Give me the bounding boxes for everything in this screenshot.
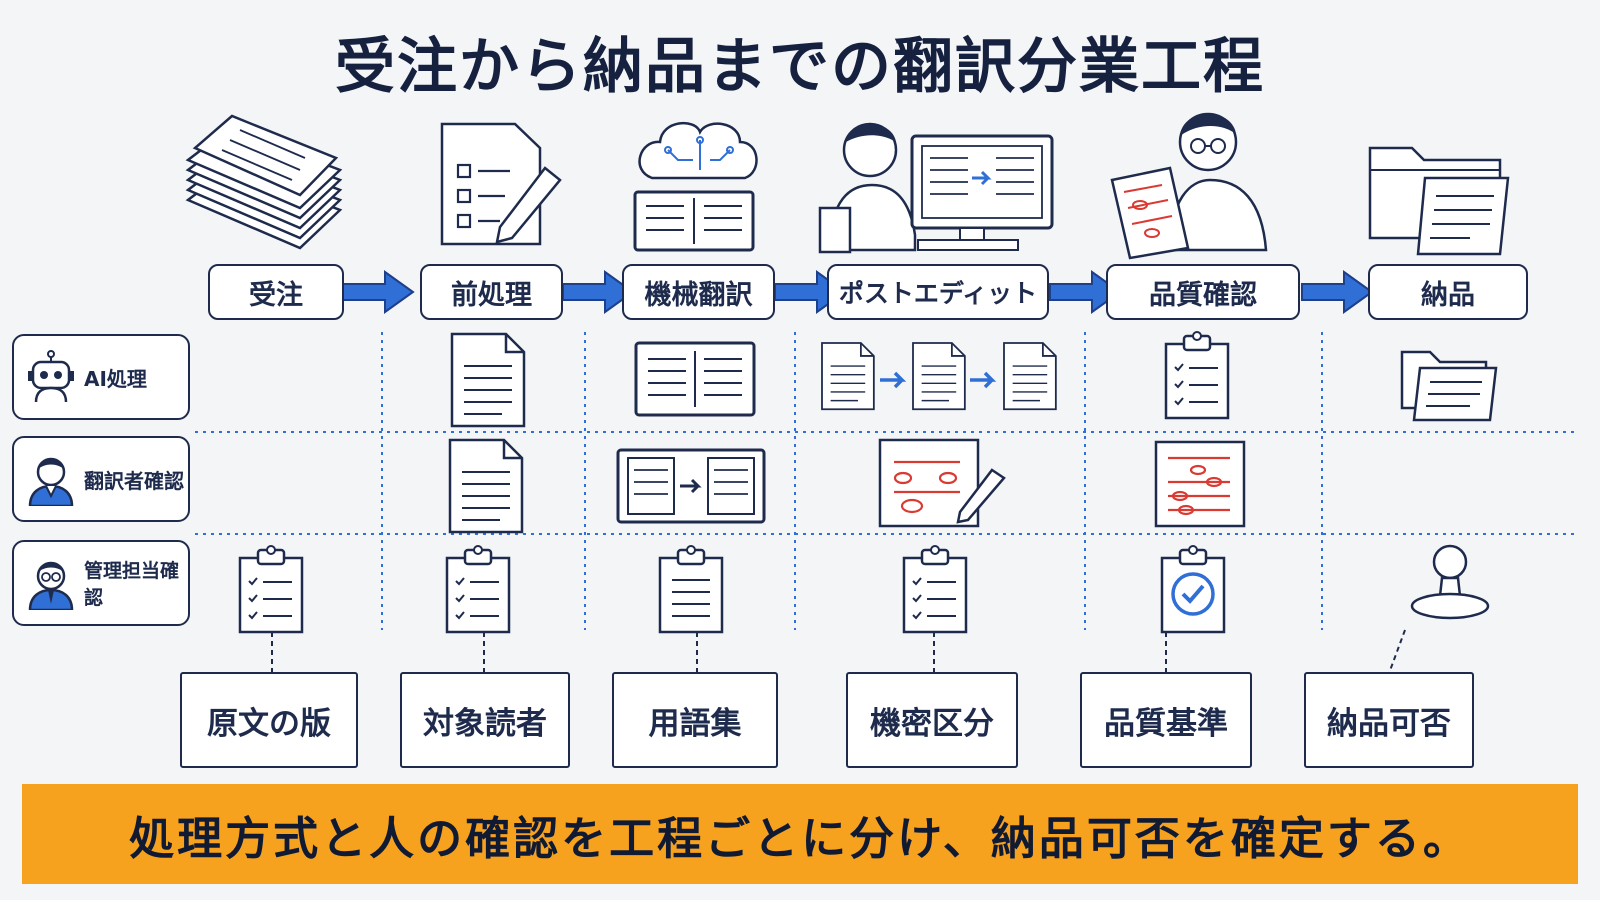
role-ai-label: AI処理 (84, 366, 147, 391)
stage-preprocess: 前処理 (420, 264, 563, 320)
checkpoint-source-version: 原文の版 (180, 672, 358, 768)
stage-post-edit: ポストエディット (827, 264, 1049, 320)
checkpoint-quality-standard: 品質基準 (1080, 672, 1252, 768)
paper-stack-icon (185, 114, 343, 250)
checkpoint-delivery-approval: 納品可否 (1304, 672, 1474, 768)
translator-row-icons (448, 438, 1246, 534)
manager-row-icons (240, 544, 1490, 634)
manager-avatar-icon (28, 561, 74, 610)
page-title: 受注から納品までの翻訳分業工程 (335, 32, 1265, 102)
stamp-icon (1410, 544, 1490, 620)
stage-quality-check: 品質確認 (1106, 264, 1300, 320)
ai-brain-book-icon (633, 121, 758, 252)
checkpoint-confidentiality: 機密区分 (846, 672, 1018, 768)
checkpoint-connectors (271, 629, 1406, 677)
stage-delivery: 納品 (1368, 264, 1528, 320)
role-manager: 管理担当確認 (12, 540, 190, 626)
role-ai: AI処理 (12, 334, 190, 420)
reviewer-document-icon (1110, 112, 1268, 260)
folder-document-icon (1368, 146, 1510, 256)
checkpoint-glossary: 用語集 (612, 672, 778, 768)
stage-order: 受注 (208, 264, 344, 320)
checklist-pencil-icon (440, 122, 562, 246)
grid-lines (195, 332, 1578, 630)
checkpoint-target-audience: 対象読者 (400, 672, 570, 768)
role-translator: 翻訳者確認 (12, 436, 190, 522)
robot-icon (28, 350, 74, 403)
role-translator-label: 翻訳者確認 (84, 468, 184, 493)
translator-avatar-icon (28, 457, 74, 506)
summary-banner: 処理方式と人の確認を工程ごとに分け、納品可否を確定する。 (22, 784, 1578, 884)
role-manager-label: 管理担当確認 (84, 560, 180, 609)
person-monitor-icon (818, 122, 1054, 254)
stage-machine-translation: 機械翻訳 (622, 264, 775, 320)
ai-row-icons (450, 332, 1498, 428)
